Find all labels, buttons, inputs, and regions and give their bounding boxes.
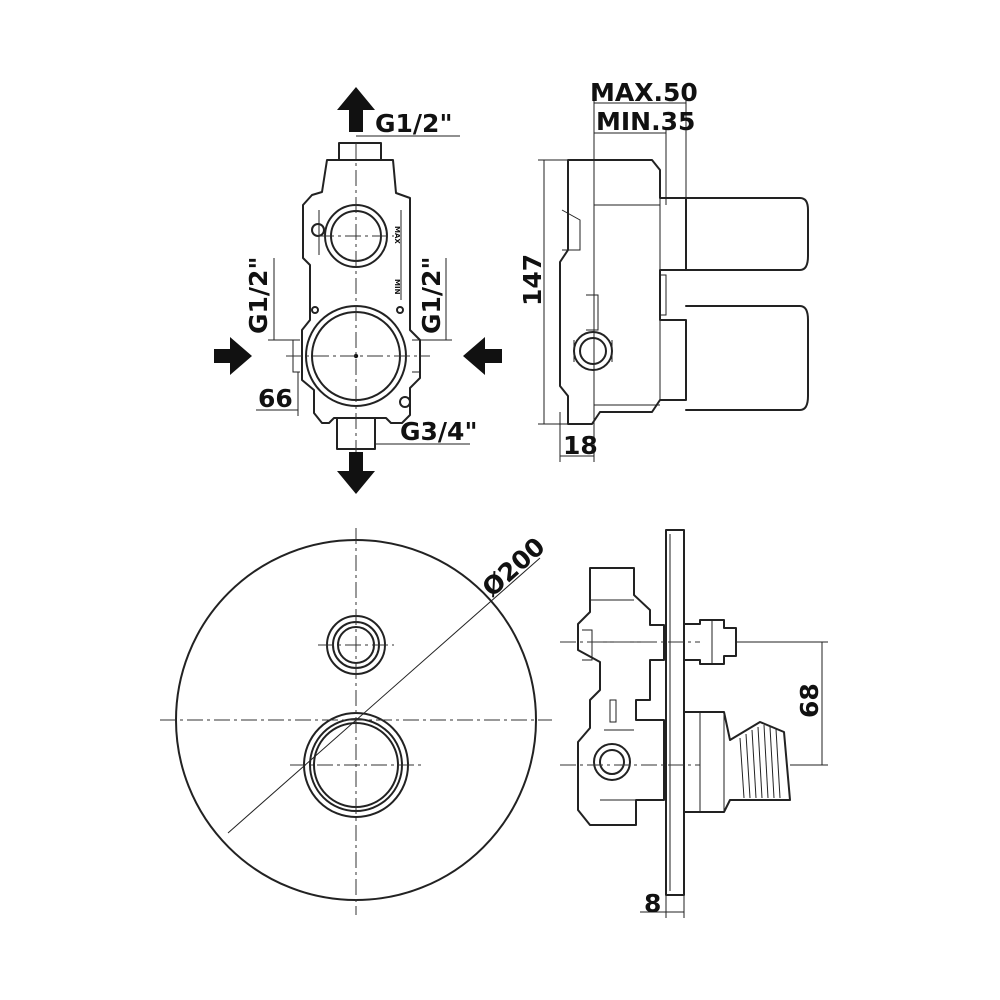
up-arrow-icon bbox=[337, 87, 375, 132]
top-outlet-label: G1/2" bbox=[375, 109, 452, 138]
side-port-inner bbox=[579, 337, 607, 365]
side-body-outline bbox=[559, 159, 687, 425]
valve-body-outline bbox=[301, 159, 421, 424]
inlet-centres-dimension: 66 bbox=[258, 384, 293, 413]
left-inlet-label: G1/2" bbox=[244, 257, 273, 334]
spindle-spacing-label: 68 bbox=[795, 683, 824, 718]
front-view: MAX MIN G1/2" G1/2" G1/2" 66 G3/4" bbox=[214, 87, 502, 494]
offset-label: 18 bbox=[563, 431, 598, 460]
section-plate bbox=[665, 529, 685, 896]
right-inlet-label: G1/2" bbox=[417, 257, 446, 334]
section-port-outer bbox=[593, 743, 631, 781]
diverter-spindle bbox=[683, 619, 737, 665]
side-view: MAX.50 MIN.35 147 18 bbox=[518, 78, 809, 462]
section-view: 68 8 bbox=[560, 529, 828, 918]
max-depth-label: MAX.50 bbox=[590, 78, 698, 107]
lower-spindle bbox=[685, 305, 809, 411]
upper-spindle bbox=[685, 197, 809, 271]
min-depth-label: MIN.35 bbox=[596, 107, 695, 136]
height-label: 147 bbox=[518, 254, 547, 306]
bottom-outlet-label: G3/4" bbox=[400, 417, 477, 446]
right-arrow-icon bbox=[214, 337, 252, 375]
plate-view: Ø200 bbox=[160, 528, 552, 915]
left-arrow-icon bbox=[463, 337, 502, 375]
min-mark: MIN bbox=[393, 279, 401, 295]
plate-thickness-label: 8 bbox=[644, 889, 661, 918]
max-mark: MAX bbox=[393, 226, 401, 244]
diameter-label: Ø200 bbox=[477, 532, 551, 603]
down-arrow-icon bbox=[337, 452, 375, 494]
thermostat-knob-side bbox=[683, 711, 791, 813]
section-body-outline bbox=[577, 567, 665, 826]
